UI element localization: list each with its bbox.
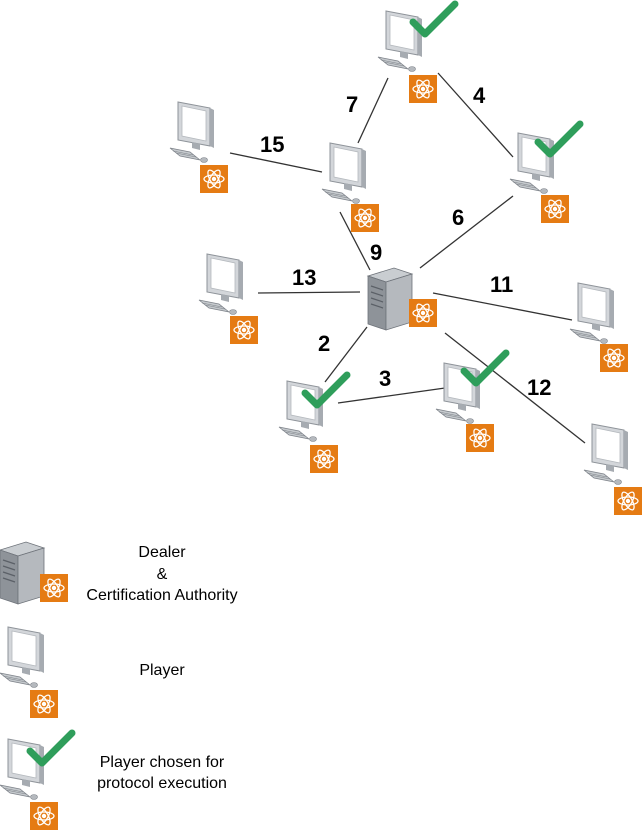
atom-badge-icon [29,689,59,719]
player-computer-icon [278,380,324,442]
player-computer-icon [435,362,481,424]
node-left-mid [198,253,259,345]
node-bottom-mid [435,353,506,453]
legend: Dealer & Certification Authority Player … [0,541,238,831]
edge-top-right-top [437,72,514,158]
atom-badge-icon [465,423,495,453]
node-bottom-right [583,423,643,516]
player-computer-icon [169,101,215,163]
edge-label-bottom-left-bottom-mid: 3 [379,366,391,391]
edge-label-top-right-top: 4 [473,83,486,108]
atom-badge-icon [408,298,438,328]
node-right-top [509,124,580,224]
atom-badge-icon [39,573,69,603]
legend-dealer-line3: Certification Authority [86,587,237,604]
edge-dealer-bottom-right [444,332,586,444]
atom-badge-icon [199,164,229,194]
legend-dealer: Dealer & Certification Authority [0,541,238,605]
node-dealer [367,267,438,331]
atom-badge-icon [29,801,59,831]
player-computer-icon [583,423,629,485]
edge-label-dealer-right-mid: 11 [490,272,513,297]
edge-label-dealer-bottom-left: 2 [318,331,330,356]
node-top [377,4,455,104]
atom-badge-icon [408,74,438,104]
atom-badge-icon [540,194,570,224]
node-right-mid [569,282,629,373]
legend-chosen-line1: Player chosen for [100,754,225,771]
player-computer-icon [0,738,45,800]
legend-player-line1: Player [139,662,185,679]
edge-bottom-left-bottom-mid [337,387,446,404]
player-computer-icon [198,253,244,315]
dealer-server-icon [367,267,413,331]
edge-label-far-left-mid-left: 15 [260,132,284,157]
edge-label-dealer-bottom-right: 12 [527,375,551,400]
edge-label-mid-left-dealer: 9 [370,240,382,265]
edge-dealer-right-mid [432,292,573,321]
node-bottom-left [278,375,347,474]
node-mid-left [321,142,380,233]
atom-badge-icon [599,343,629,373]
atom-badge-icon [309,444,339,474]
edge-dealer-bottom-left [324,326,368,383]
edge-mid-left-dealer [339,211,371,271]
edge-label-top-mid-left: 7 [346,92,358,117]
player-computer-icon [569,282,615,344]
player-computer-icon [509,132,555,194]
edge-far-left-mid-left [229,152,323,173]
player-computer-icon [321,142,367,204]
dealer-server-icon [0,541,45,605]
atom-badge-icon [229,315,259,345]
player-computer-icon [0,626,45,688]
legend-chosen-line2: protocol execution [97,775,227,792]
edge-label-left-mid-dealer: 13 [292,265,316,290]
edge-right-top-dealer [419,195,514,269]
legend-dealer-line1: Dealer [138,544,186,561]
edge-top-mid-left [357,77,389,144]
edge-labels: 7 4 15 9 6 13 11 2 3 12 [260,83,551,400]
edge-label-right-top-dealer: 6 [452,205,464,230]
legend-dealer-line2: & [157,566,168,583]
legend-chosen: Player chosen for protocol execution [0,733,227,831]
legend-player: Player [0,626,185,719]
edge-left-mid-dealer [257,291,361,294]
node-far-left [169,101,229,194]
edges [229,72,586,444]
atom-badge-icon [350,203,380,233]
atom-badge-icon [613,486,643,516]
